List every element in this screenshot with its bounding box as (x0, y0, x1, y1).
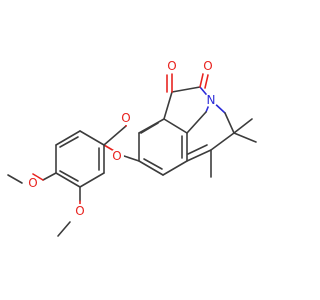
molecule-diagram: O O N O O O O (7, 59, 257, 237)
atom-label-o: O (28, 176, 37, 190)
bond (171, 86, 201, 93)
bond-double-inner (187, 144, 208, 155)
bond (42, 172, 57, 181)
bond (186, 111, 207, 134)
atom-ketone-o1: O (165, 59, 179, 73)
bond (79, 172, 105, 188)
bond (55, 172, 81, 188)
atom-ester-o-link: O (110, 149, 124, 163)
bond (138, 160, 164, 176)
atom-methoxy-o-meta: O (73, 204, 87, 218)
atom-label-o: O (203, 59, 212, 73)
core-bonds (138, 86, 257, 178)
bond (199, 73, 204, 88)
bond (163, 91, 173, 120)
bond-double-inner (59, 170, 79, 182)
bond (233, 132, 257, 143)
bond (186, 149, 212, 162)
atom-ester-o-carbonyl: O (119, 111, 133, 125)
methoxy-bonds (7, 172, 81, 237)
atom-label-o: O (75, 204, 84, 218)
bond (32, 173, 44, 181)
bond (162, 160, 188, 176)
molecule-svg: O O N O O O O (7, 59, 257, 237)
bond-double-inner (59, 136, 79, 148)
ketone-bonds (166, 73, 209, 93)
bond-double-inner (140, 122, 159, 134)
atom-label-o: O (167, 59, 176, 73)
bond (224, 112, 235, 134)
bond (7, 174, 23, 184)
bond (233, 118, 253, 134)
atom-ring-n: N (204, 93, 218, 107)
atom-label-o: O (112, 149, 121, 163)
bond (55, 130, 81, 146)
bond (210, 132, 235, 151)
bond-double-inner (143, 158, 163, 170)
bond (79, 130, 105, 146)
atom-label-o: O (121, 111, 130, 125)
bond (204, 74, 209, 89)
aryl-bonds (55, 130, 105, 188)
bond (163, 118, 188, 134)
atom-ketone-o2: O (201, 59, 215, 73)
bond (103, 125, 127, 146)
atom-methoxy-o-para: O (26, 176, 40, 190)
atom-label-n: N (207, 93, 216, 107)
bond (57, 221, 71, 237)
